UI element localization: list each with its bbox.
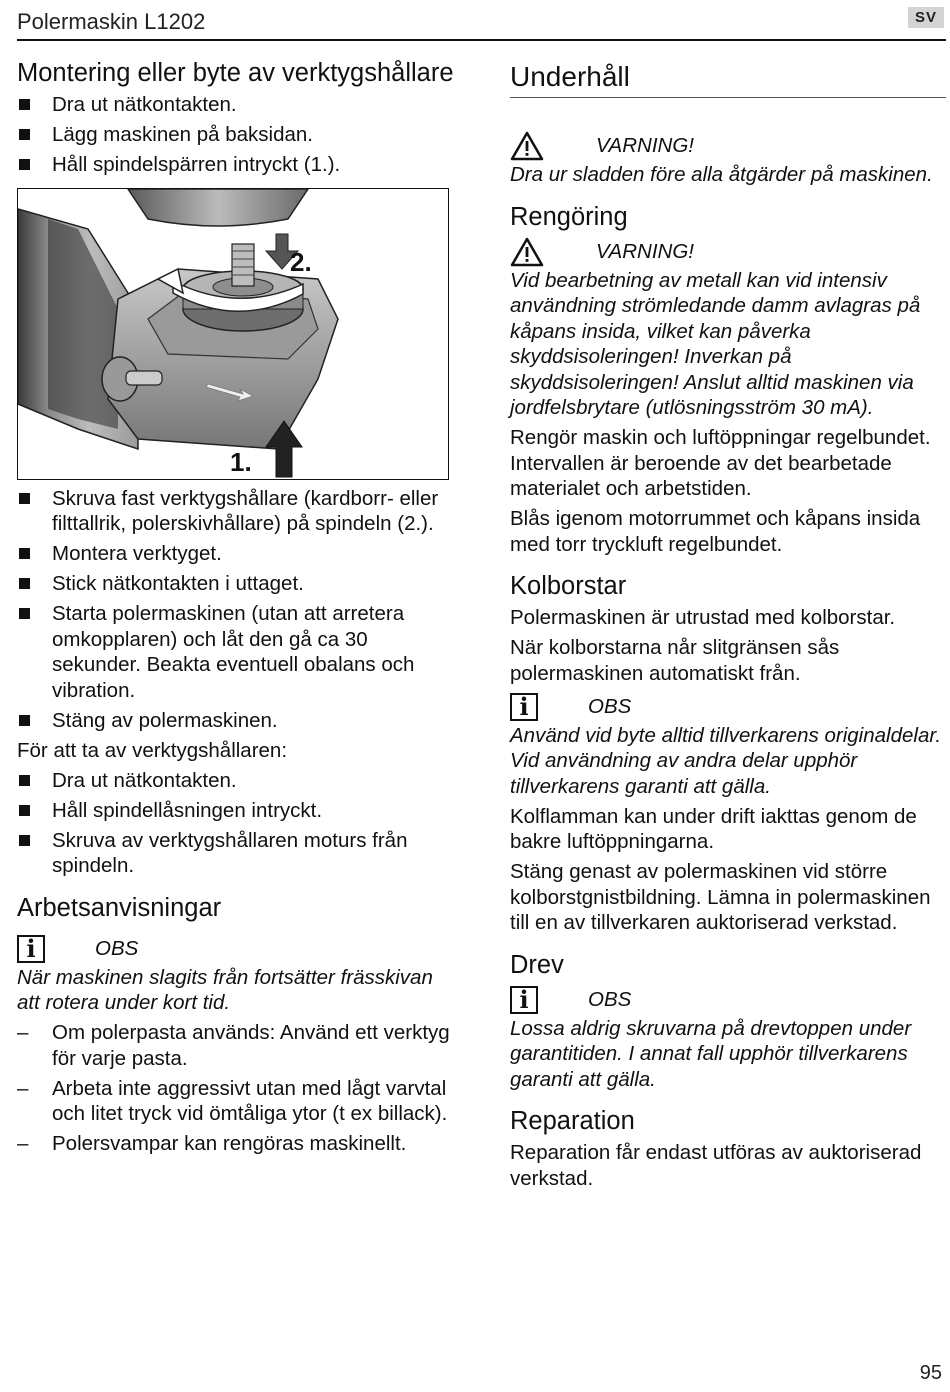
list-item: Håll spindellåsningen intryckt. [17, 798, 457, 824]
brushes-paragraph-2: När kolborstarna når slitgränsen sås pol… [510, 636, 840, 685]
list-item: Skruva fast verktygshållare (kardborr- e… [17, 486, 457, 537]
drive-notice: i OBS [510, 984, 946, 1016]
list-item: Håll spindelspärren intryckt (1.). [17, 152, 457, 178]
cleaning-warning-text: Vid bearbetning av metall kan vid intens… [510, 268, 921, 420]
brushes-paragraph-1: Polermaskinen är utrustad med kolborstar… [510, 606, 896, 629]
mounting-heading: Montering eller byte av verktygshållare [17, 59, 454, 87]
brushes-heading: Kolborstar [510, 572, 627, 600]
drive-notice-text: Lossa aldrig skruvarna på drevtoppen und… [510, 1016, 912, 1091]
list-item: Montera verktyget. [17, 541, 457, 567]
drive-heading: Drev [510, 950, 564, 979]
mounting-steps-list: Dra ut nätkontakten. Lägg maskinen på ba… [17, 92, 457, 178]
spindle-lock-illustration: 2. 1. [17, 187, 449, 480]
info-icon: i [510, 692, 538, 721]
list-item: Stäng av polermaskinen. [17, 708, 457, 734]
work-notice: i OBS [17, 933, 457, 965]
list-item: Dra ut nätkontakten. [17, 92, 457, 118]
list-item: Dra ut nätkontakten. [17, 768, 457, 794]
work-tips-list: Om polerpasta används: Använd ett verkty… [17, 1020, 457, 1157]
cleaning-paragraph-1: Rengör maskin och luftöppningar regelbun… [510, 426, 931, 500]
list-item: Arbeta inte aggressivt utan med lågt var… [17, 1076, 457, 1127]
maintenance-warning: VARNING! [510, 130, 946, 162]
notice-label: OBS [95, 936, 139, 960]
figure-step2-label: 2. [290, 247, 312, 277]
list-item: Polersvampar kan rengöras maskinellt. [17, 1131, 457, 1157]
list-item: Skruva av verktygshållaren moturs från s… [17, 828, 457, 879]
repair-heading: Reparation [510, 1107, 635, 1135]
warning-label: VARNING! [596, 239, 694, 263]
language-badge: SV [907, 7, 944, 28]
right-column: Underhåll VARNING! Dra ur sladden före a… [510, 58, 946, 1196]
list-item: Starta polermaskinen (utan att arretera … [17, 601, 457, 703]
info-icon: i [17, 934, 45, 963]
figure-step1-label: 1. [230, 447, 252, 477]
info-icon: i [510, 985, 538, 1014]
notice-label: OBS [588, 694, 632, 718]
brushes-notice: i OBS [510, 691, 946, 723]
mounting-steps-after-list: Skruva fast verktygshållare (kardborr- e… [17, 486, 457, 734]
cleaning-warning: VARNING! [510, 236, 946, 268]
warning-triangle-icon [510, 237, 544, 266]
list-item: Om polerpasta används: Använd ett verkty… [17, 1020, 457, 1071]
work-instructions-heading: Arbetsanvisningar [17, 893, 222, 922]
cleaning-paragraph-2: Blås igenom motorrummet och kåpans insid… [510, 507, 921, 556]
brushes-paragraph-3: Kolflamman kan under drift iakttas genom… [510, 804, 917, 854]
maintenance-warning-text: Dra ur sladden före alla åtgärder på mas… [510, 163, 933, 186]
header-rule [17, 39, 946, 41]
document-header-title: Polermaskin L1202 [17, 9, 206, 34]
polisher-drawing: 2. 1. [18, 188, 339, 477]
work-notice-text: När maskinen slagits från fortsätter frä… [17, 965, 433, 1015]
removal-steps-list: Dra ut nätkontakten. Håll spindellåsning… [17, 768, 457, 879]
removal-intro: För att ta av verktygshållaren: [17, 738, 288, 762]
notice-label: OBS [588, 987, 632, 1011]
cleaning-heading: Rengöring [510, 202, 628, 231]
brushes-notice-text: Använd vid byte alltid tillverkarens ori… [510, 723, 942, 798]
brushes-paragraph-4: Stäng genast av polermaskinen vid större… [510, 860, 931, 934]
maintenance-heading: Underhåll [510, 62, 946, 98]
list-item: Stick nätkontakten i uttaget. [17, 571, 457, 597]
list-item: Lägg maskinen på baksidan. [17, 122, 457, 148]
repair-text: Reparation får endast utföras av auktori… [510, 1141, 922, 1190]
page-number: 95 [919, 1362, 942, 1384]
warning-triangle-icon [510, 131, 544, 161]
warning-label: VARNING! [596, 134, 694, 158]
left-column: Montering eller byte av verktygshållare … [17, 58, 457, 1161]
